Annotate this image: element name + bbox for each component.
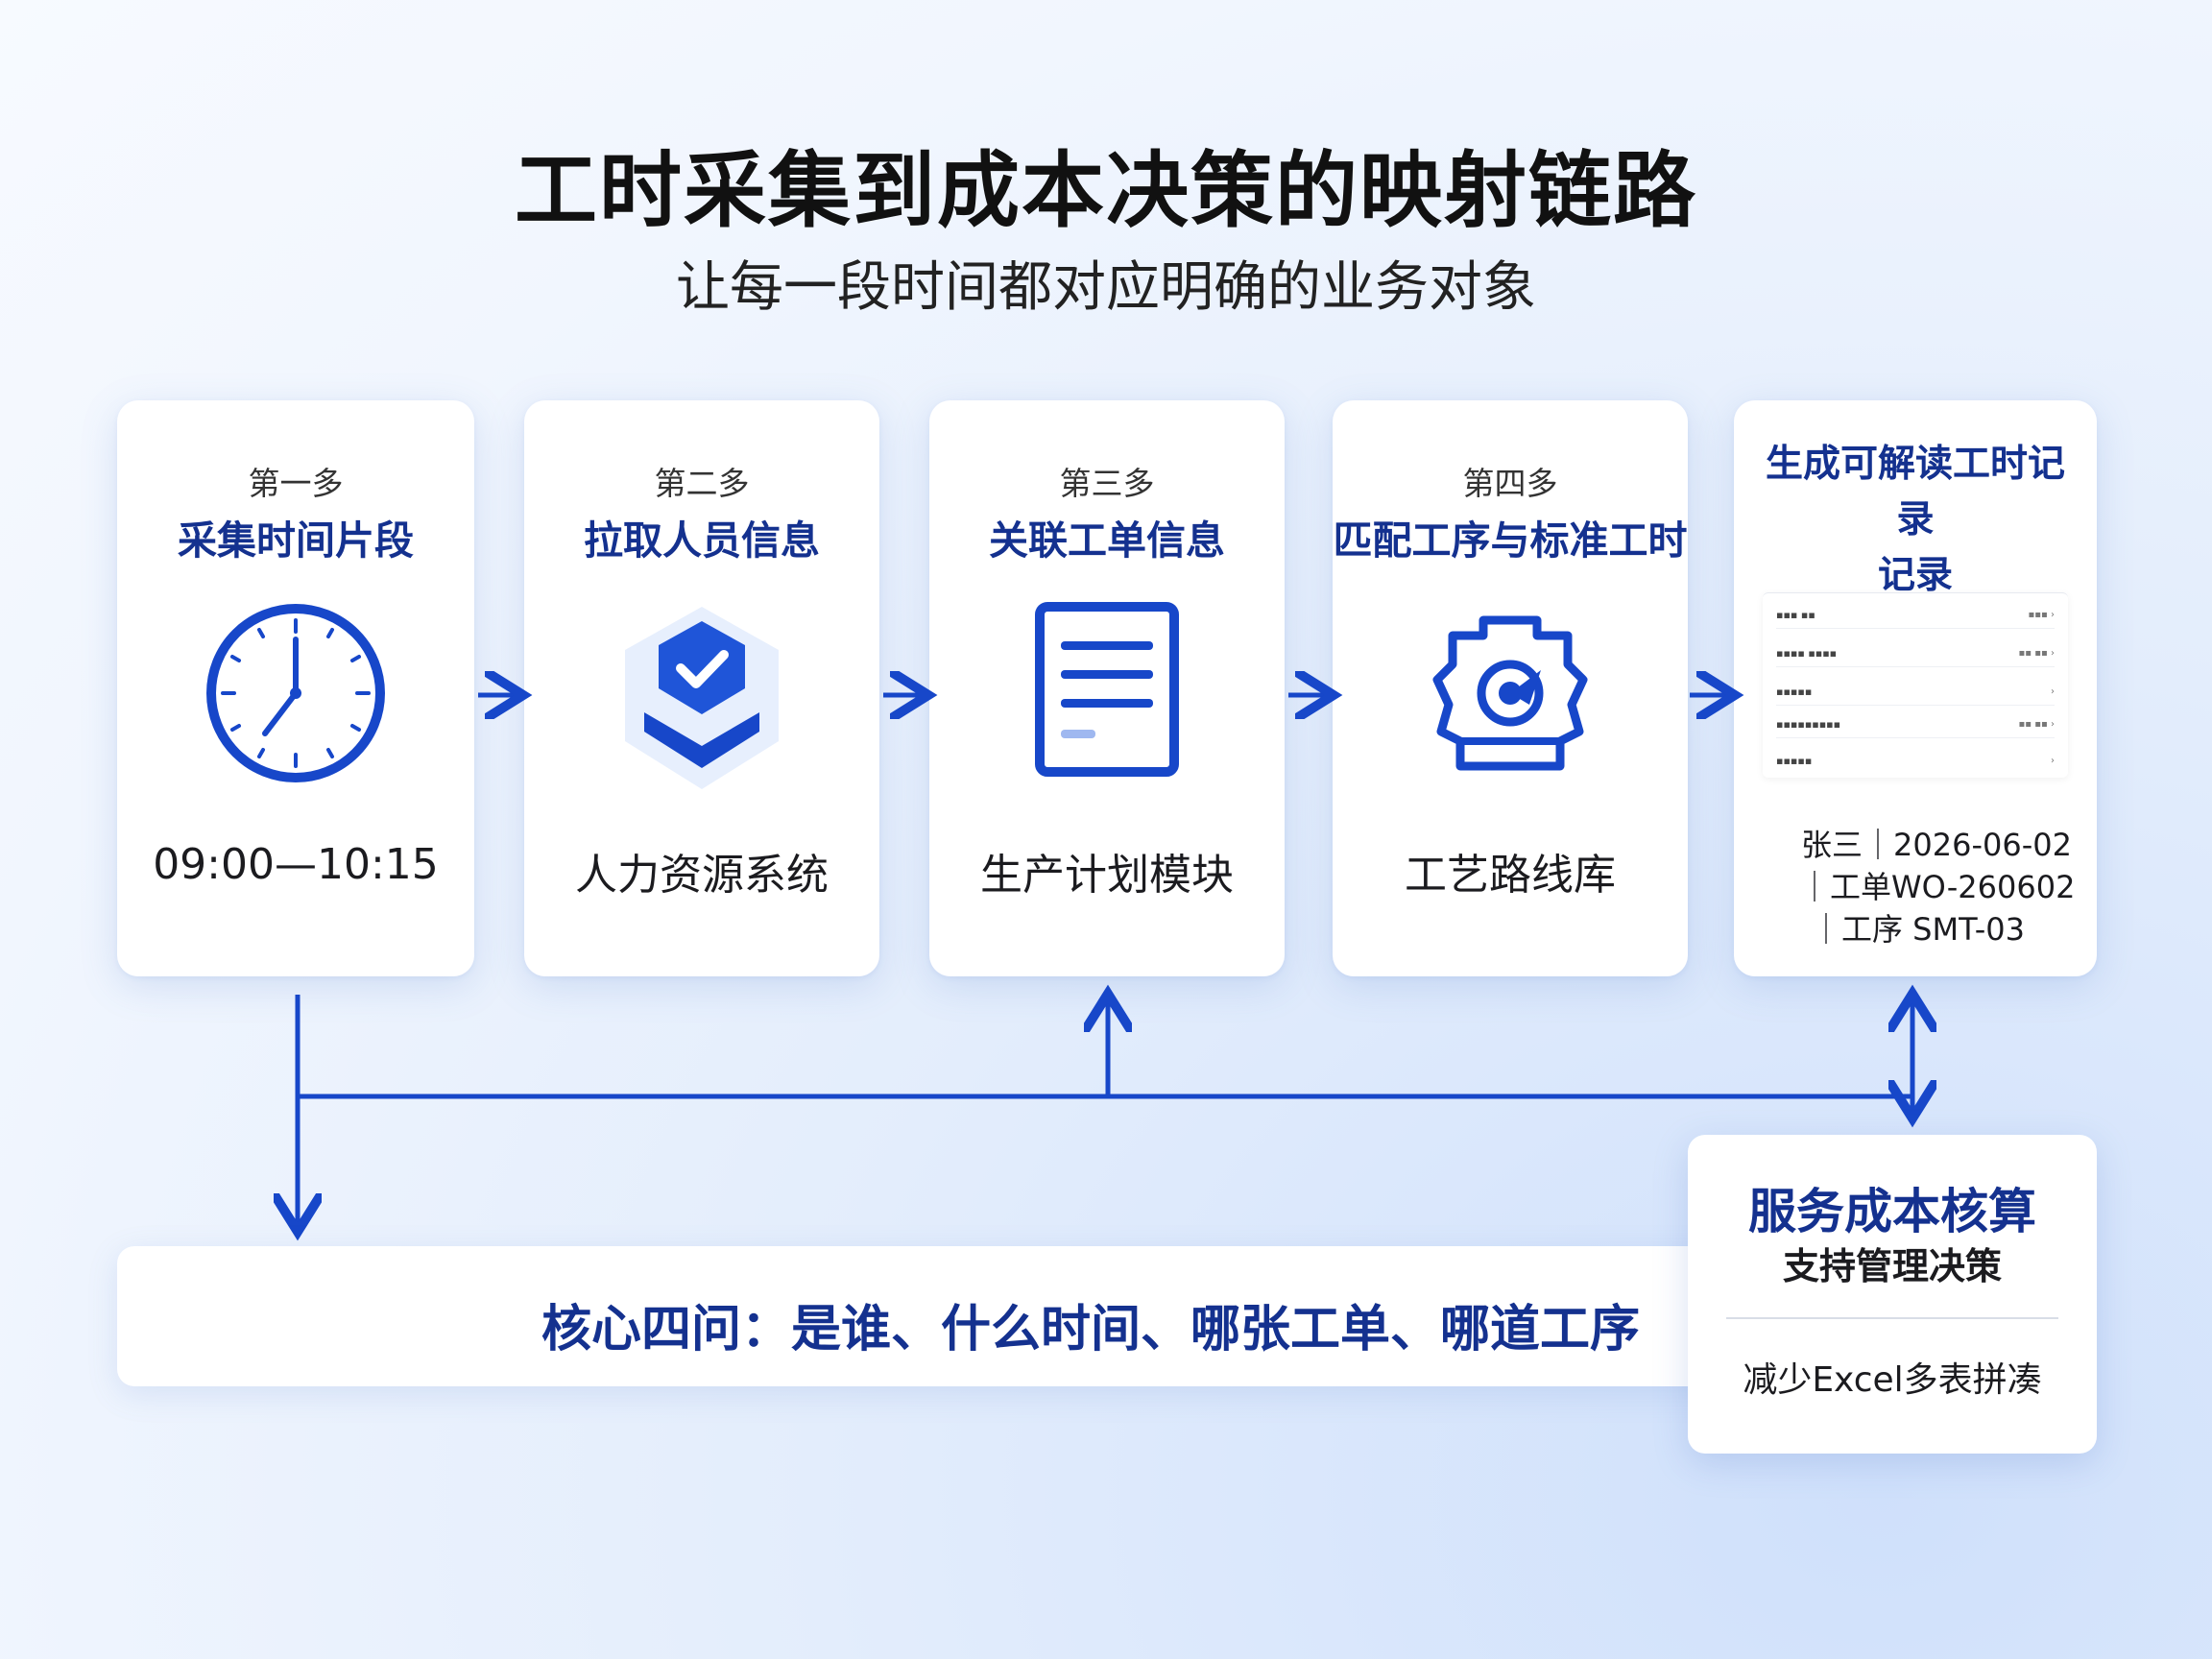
step-name: 匹配工序与标准工时 bbox=[1333, 517, 1688, 564]
cost-title: 服务成本核算 bbox=[1748, 1184, 2036, 1239]
step-source: 人力资源系统 bbox=[575, 851, 829, 900]
cost-subtitle: 支持管理决策 bbox=[1782, 1245, 2002, 1287]
record-line-1: 张三｜2026-06-02 bbox=[1801, 827, 2072, 863]
step-card-3: 第三多 关联工单信息 生产计划模块 bbox=[929, 400, 1285, 976]
cost-note: 减少Excel多表拼凑 bbox=[1743, 1360, 2042, 1400]
core-question-text: 核心四问：是谁、什么时间、哪张工单、哪道工序 bbox=[541, 1301, 1640, 1358]
document-icon bbox=[1021, 597, 1193, 793]
step-source: 工艺路线库 bbox=[1405, 851, 1616, 900]
step-label: 第三多 bbox=[1059, 465, 1155, 502]
preview-row: ▪▪▪ ▪▪▪▪▪ › bbox=[1776, 601, 2055, 629]
step-name: 关联工单信息 bbox=[989, 517, 1225, 564]
record-line-2: ｜工单WO-260602 bbox=[1799, 869, 2076, 905]
record-line-3: ｜工序 SMT-03 bbox=[1811, 911, 2025, 948]
step5-name: 生成可解读工时记录 记录 bbox=[1765, 443, 2065, 597]
gear-target-icon bbox=[1414, 597, 1606, 793]
step-label: 第一多 bbox=[248, 465, 344, 502]
record-preview-thumbnail: ▪▪▪ ▪▪▪▪▪ › ▪▪▪▪ ▪▪▪▪▪▪ ▪▪ › ▪▪▪▪▪› ▪▪▪▪… bbox=[1763, 592, 2068, 778]
step-label: 第二多 bbox=[654, 465, 750, 502]
step-card-5: 生成可解读工时记录 记录 ▪▪▪ ▪▪▪▪▪ › ▪▪▪▪ ▪▪▪▪▪▪ ▪▪ … bbox=[1734, 400, 2097, 976]
cost-accounting-box: 服务成本核算 支持管理决策 减少Excel多表拼凑 bbox=[1688, 1135, 2097, 1454]
preview-row: ▪▪▪▪▪▪▪▪▪▪▪ ▪▪ › bbox=[1776, 710, 2055, 738]
step-name: 拉取人员信息 bbox=[584, 517, 820, 564]
step-card-1: 第一多 采集时间片段 09:00—10:15 bbox=[117, 400, 474, 976]
preview-row: ▪▪▪▪▪› bbox=[1776, 754, 2055, 767]
shield-check-icon bbox=[606, 597, 798, 812]
page-subtitle: 让每一段时间都对应明确的业务对象 bbox=[676, 256, 1536, 319]
step-card-4: 第四多 匹配工序与标准工时 工艺路线库 bbox=[1333, 400, 1688, 976]
clock-icon bbox=[200, 597, 392, 793]
step-source: 生产计划模块 bbox=[980, 851, 1234, 900]
step-name: 生成可解读工时记录 记录 bbox=[1753, 437, 2078, 604]
divider bbox=[1726, 1317, 2058, 1319]
step-card-2: 第二多 拉取人员信息 人力资源系统 bbox=[524, 400, 879, 976]
step-label: 第四多 bbox=[1462, 465, 1558, 502]
step-name: 采集时间片段 bbox=[178, 517, 414, 564]
core-question-bar: 核心四问：是谁、什么时间、哪张工单、哪道工序 bbox=[117, 1246, 1749, 1386]
step-source: 09:00—10:15 bbox=[153, 840, 439, 889]
page-title: 工时采集到成本决策的映射链路 bbox=[515, 143, 1697, 239]
preview-row: ▪▪▪▪▪› bbox=[1776, 678, 2055, 706]
preview-row: ▪▪▪▪ ▪▪▪▪▪▪ ▪▪ › bbox=[1776, 639, 2055, 667]
